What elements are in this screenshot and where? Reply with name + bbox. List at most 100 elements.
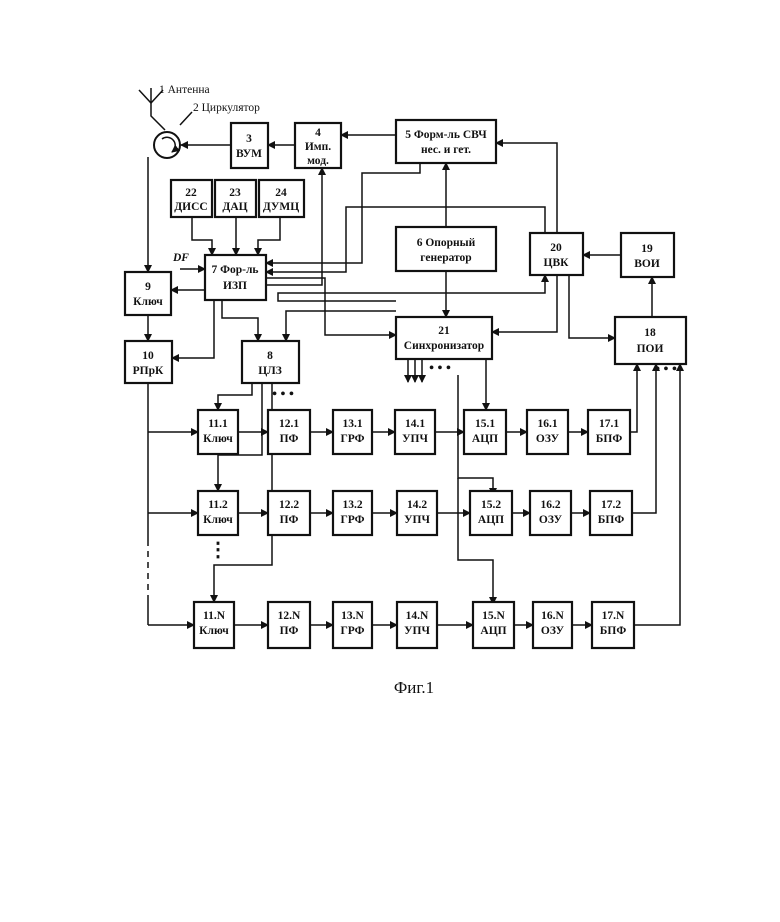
block-20-line-1: 20 (550, 242, 562, 254)
block-9-kluch (125, 272, 171, 315)
block-14-N-line-2: УПЧ (404, 625, 430, 637)
block-4-line-2: Имп. (305, 141, 331, 153)
block-4-line-3: мод. (307, 155, 329, 167)
sync-dots: • • • (429, 361, 451, 376)
block-17-1-line-2: БПФ (596, 433, 623, 445)
block-15-2-line-1: 15.2 (481, 499, 501, 511)
block-16-1-line-2: ОЗУ (536, 433, 560, 445)
wire-21-8 (286, 311, 396, 341)
keys-vdots: ⋮ (208, 539, 228, 561)
block-6-line-2: генератор (420, 252, 471, 264)
block-5-line-2: нес. и гет. (421, 144, 471, 156)
block-14-2 (397, 491, 437, 535)
block-17-1 (588, 410, 630, 454)
block-21-sync (396, 317, 492, 359)
block-19-voi (621, 233, 674, 277)
block-15-N-line-1: 15.N (482, 610, 505, 622)
block-14-2-line-1: 14.2 (407, 499, 427, 511)
wire-22-7 (192, 217, 212, 255)
block-19-line-2: ВОИ (634, 258, 660, 270)
block-18-line-1: 18 (644, 327, 656, 339)
block-14-N-line-1: 14.N (406, 610, 429, 622)
block-24-line-2: ДУМЦ (263, 201, 299, 213)
block-19-line-1: 19 (641, 243, 653, 255)
wire-21-20 (278, 275, 545, 301)
block-18-poi (615, 317, 686, 364)
block-12-2-line-1: 12.2 (279, 499, 299, 511)
block-15-N-line-2: АЦП (480, 625, 506, 637)
block-11-2-line-2: Ключ (203, 514, 233, 526)
block-22-line-1: 22 (185, 187, 197, 199)
block-23-line-2: ДАЦ (222, 201, 247, 213)
block-15-1 (464, 410, 506, 454)
wire-8-11-1 (218, 383, 252, 410)
channel-rows: 11.1Ключ12.1ПФ13.1ГРФ14.1УПЧ15.1АЦП16.1О… (194, 410, 634, 648)
block-11-N-line-1: 11.N (203, 610, 226, 622)
block-11-1-line-2: Ключ (203, 433, 233, 445)
block-11-N-line-2: Ключ (199, 625, 229, 637)
block-15-1-line-1: 15.1 (475, 418, 495, 430)
block-10-line-2: РПрК (133, 365, 164, 377)
block-11-1 (198, 410, 238, 454)
block-16-1 (527, 410, 568, 454)
block-7-izp (205, 255, 266, 300)
block-17-2-line-1: 17.2 (601, 499, 621, 511)
poi-dots: • • • (655, 362, 677, 377)
block-16-N-line-2: ОЗУ (541, 625, 565, 637)
block-7-line-1: 7 Фор-ль (211, 264, 258, 276)
block-17-N-line-1: 17.N (602, 610, 625, 622)
block-17-1-line-1: 17.1 (599, 418, 619, 430)
wire-24-7 (258, 217, 280, 255)
block-14-1-line-1: 14.1 (405, 418, 425, 430)
wire-circulator-label (180, 112, 192, 125)
wire-rN-17-18 (634, 364, 680, 625)
clz-dots: • • • (272, 387, 294, 402)
block-9-line-1: 9 (145, 281, 151, 293)
block-11-2-line-1: 11.2 (208, 499, 228, 511)
block-13-2 (333, 491, 372, 535)
block-14-1-line-2: УПЧ (402, 433, 428, 445)
block-16-2-line-1: 16.2 (540, 499, 560, 511)
block-5-line-1: 5 Форм-ль СВЧ (405, 129, 487, 141)
block-11-2 (198, 491, 238, 535)
block-13-1 (333, 410, 372, 454)
circulator-label: 2 Циркулятор (193, 102, 260, 114)
block-13-N-line-1: 13.N (341, 610, 364, 622)
block-13-1-line-2: ГРФ (340, 433, 364, 445)
figure-caption: Фиг.1 (394, 678, 434, 697)
block-3-vum (231, 123, 268, 168)
block-16-2-line-2: ОЗУ (539, 514, 563, 526)
block-17-2-line-2: БПФ (598, 514, 625, 526)
block-23-line-1: 23 (229, 187, 241, 199)
wire-20-21 (492, 275, 557, 332)
block-12-2 (268, 491, 310, 535)
block-12-1-line-1: 12.1 (279, 418, 299, 430)
block-13-2-line-2: ГРФ (340, 514, 364, 526)
block-11-1-line-1: 11.1 (208, 418, 228, 430)
wire-r2-17-18 (632, 364, 656, 513)
wire-7-10 (172, 300, 214, 358)
block-12-N-line-2: ПФ (280, 625, 299, 637)
block-3-line-1: 3 (246, 133, 252, 145)
wire-antenna-circulator (151, 103, 165, 130)
block-14-1 (395, 410, 435, 454)
block-21-line-2: Синхронизатор (404, 340, 484, 352)
block-6-line-1: 6 Опорный (417, 237, 476, 249)
wire-7-8 (222, 300, 258, 341)
block-15-1-line-2: АЦП (472, 433, 498, 445)
block-10-line-1: 10 (142, 350, 154, 362)
block-16-N-line-1: 16.N (541, 610, 564, 622)
block-12-1-line-2: ПФ (280, 433, 299, 445)
block-14-2-line-2: УПЧ (404, 514, 430, 526)
block-12-1 (268, 410, 310, 454)
block-5-svch (396, 120, 496, 163)
block-13-2-line-1: 13.2 (342, 499, 362, 511)
block-8-line-1: 8 (267, 350, 273, 362)
block-7-line-2: ИЗП (223, 280, 247, 292)
block-15-2-line-2: АЦП (478, 514, 504, 526)
block-17-2 (590, 491, 632, 535)
antenna-label: 1 Антенна (159, 84, 210, 96)
block-6-oporny (396, 227, 496, 271)
block-8-line-2: ЦЛЗ (258, 365, 282, 377)
